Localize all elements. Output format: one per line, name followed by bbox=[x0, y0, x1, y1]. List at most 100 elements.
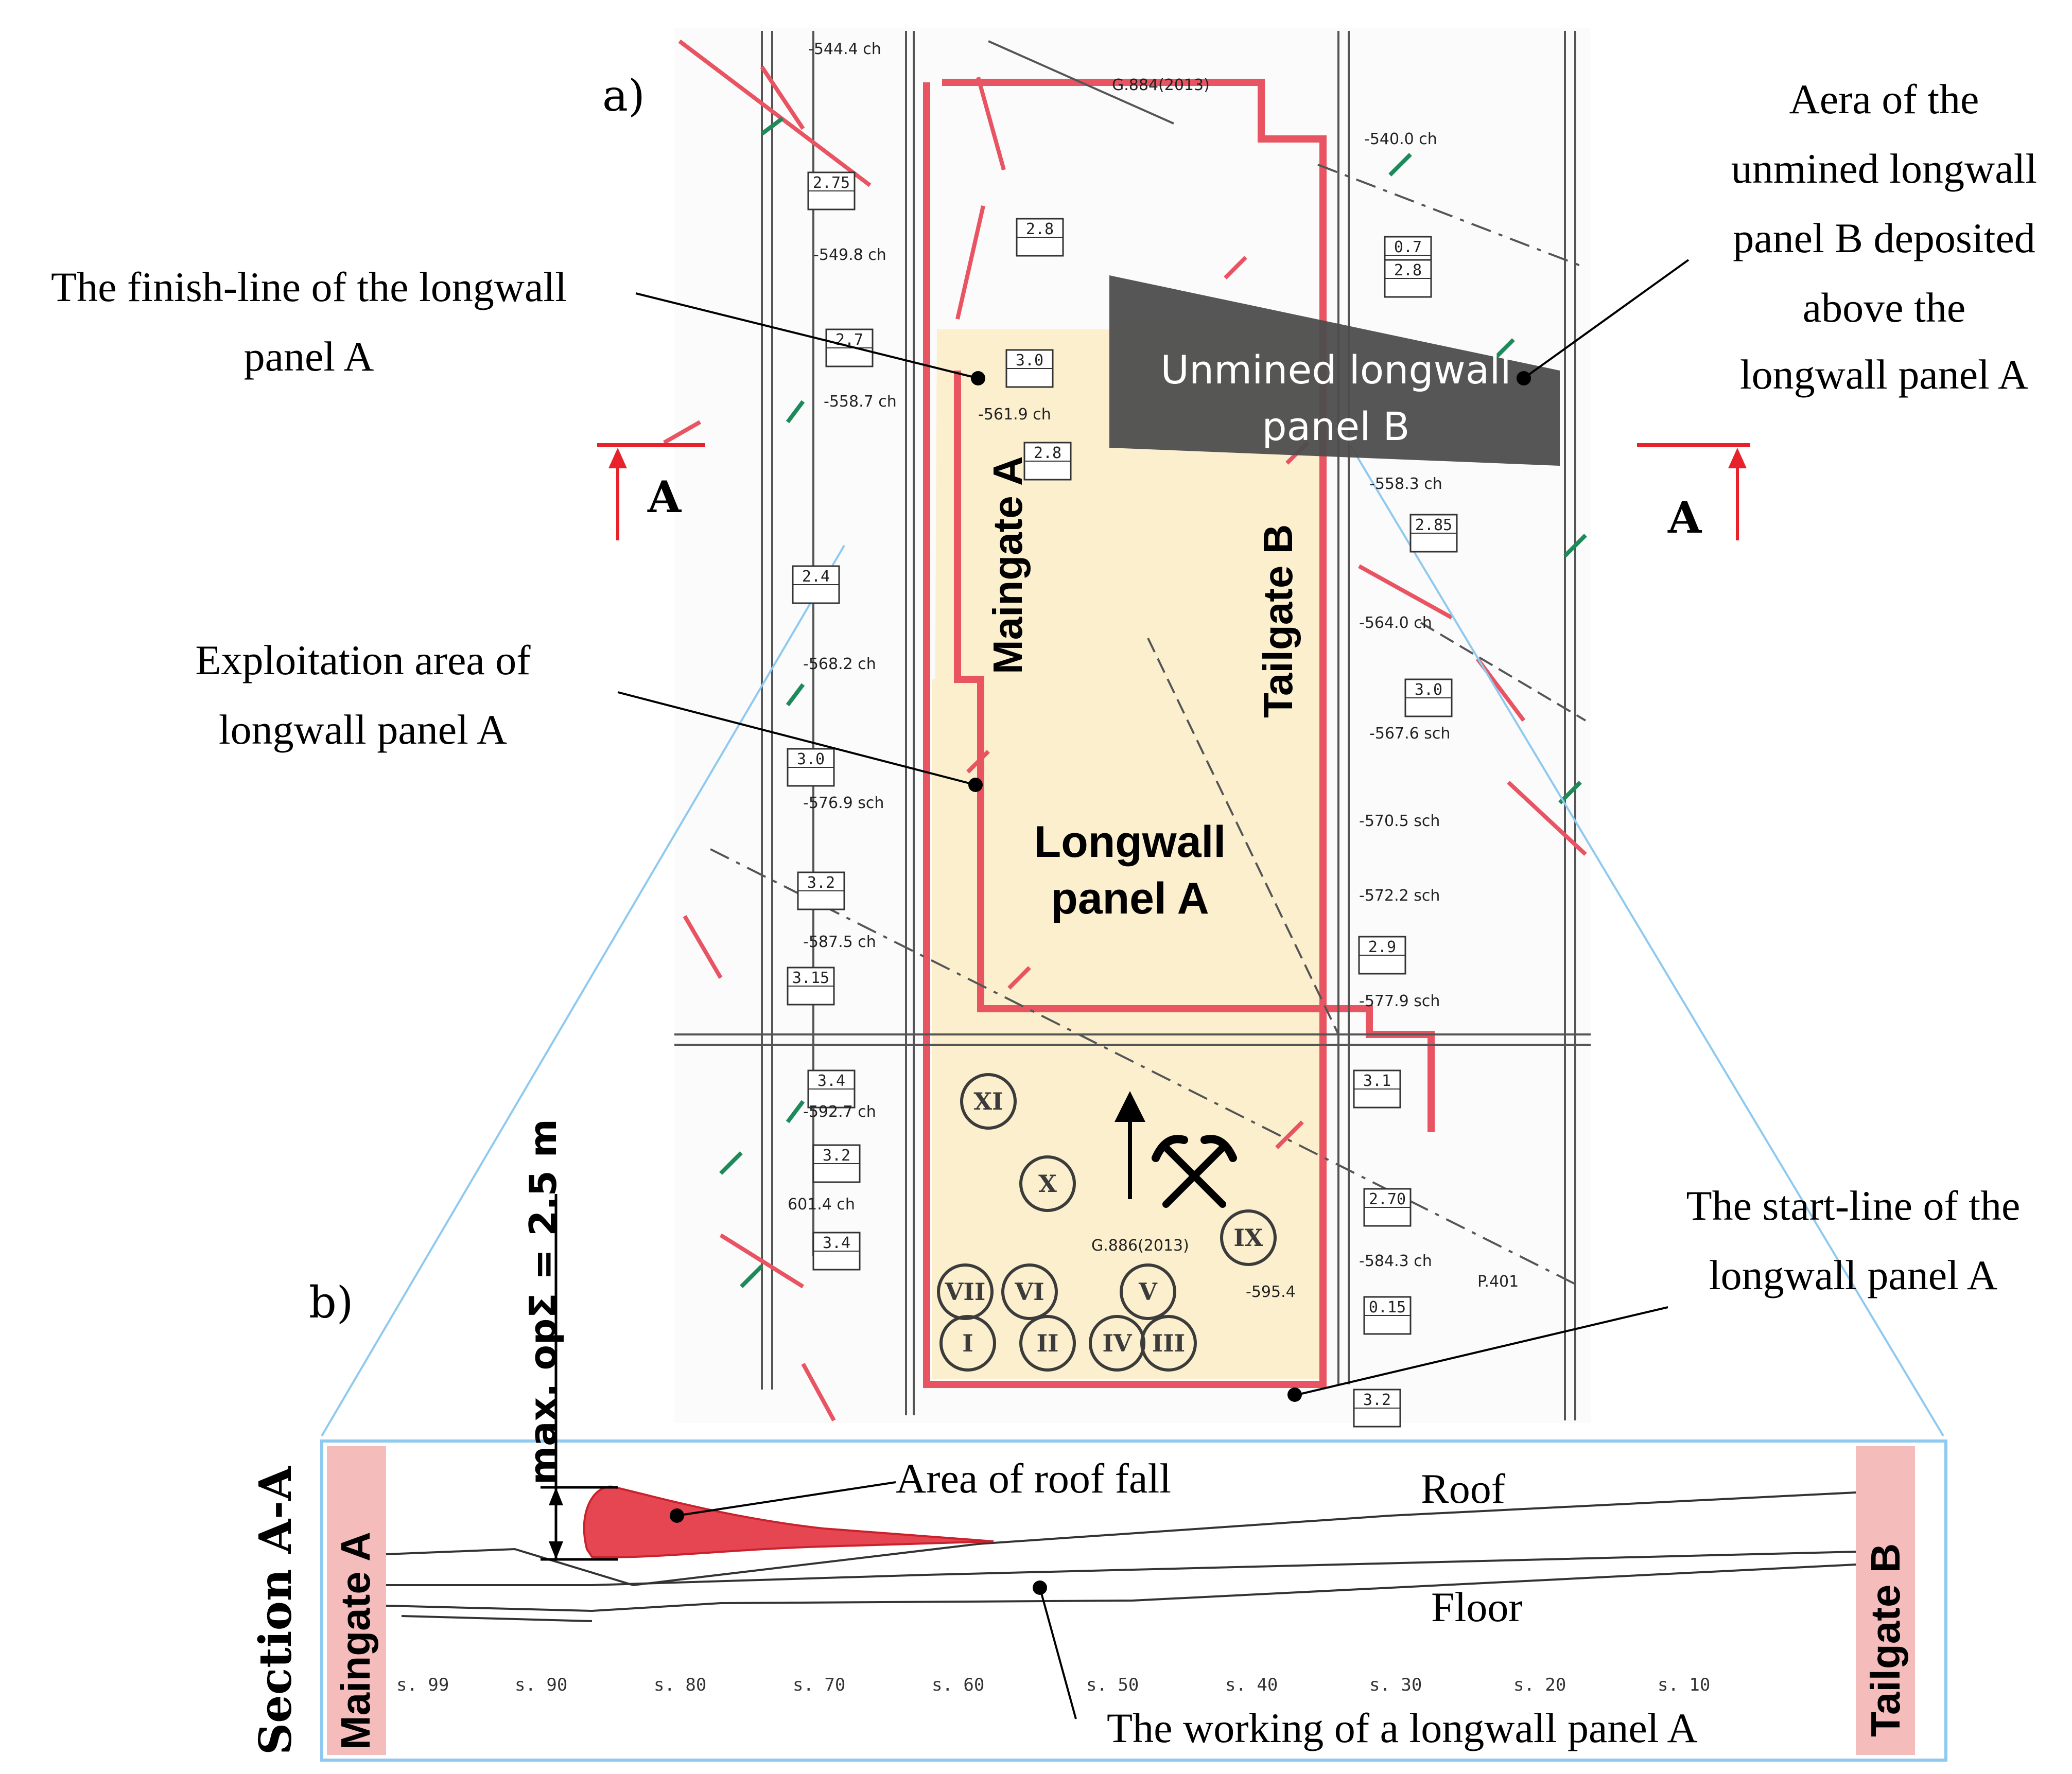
max-height-label: max. opΣ = 2.5 m bbox=[521, 1119, 565, 1485]
exploitation-area-text-1: Exploitation area of bbox=[195, 637, 531, 683]
survey-box: 3.2 bbox=[797, 871, 845, 910]
survey-box: 2.9 bbox=[1358, 936, 1406, 975]
station-circle: II bbox=[1019, 1315, 1076, 1372]
survey-box: 3.0 bbox=[1005, 349, 1054, 388]
survey-label-s19: -595.4 bbox=[1246, 1283, 1296, 1301]
working-leader bbox=[1039, 1587, 1077, 1719]
survey-box: 3.2 bbox=[1353, 1389, 1401, 1428]
finish-line-text-2: panel A bbox=[244, 333, 374, 380]
station-numeral: III bbox=[1152, 1329, 1186, 1357]
seam-lines bbox=[386, 1491, 1856, 1622]
unmined-panel-label-line2: panel B bbox=[1262, 403, 1409, 449]
station-numeral: XI bbox=[973, 1087, 1003, 1115]
section-station: s. 90 bbox=[515, 1675, 567, 1695]
survey-box: 2.4 bbox=[792, 565, 840, 604]
survey-box: 2.8 bbox=[1023, 442, 1072, 481]
survey-label-s1: -544.4 ch bbox=[808, 40, 881, 58]
longwall-panel-label-line1: Longwall bbox=[1034, 817, 1226, 867]
floor-label: Floor bbox=[1431, 1584, 1523, 1630]
section-station: s. 50 bbox=[1086, 1675, 1139, 1695]
survey-label-s3: -540.0 ch bbox=[1364, 130, 1437, 148]
survey-box-value: 2.70 bbox=[1369, 1190, 1406, 1208]
survey-label-s6: -561.9 ch bbox=[978, 406, 1051, 424]
part-b-label: b) bbox=[309, 1277, 354, 1328]
survey-box-value: 2.9 bbox=[1368, 938, 1396, 956]
section-station: s. 20 bbox=[1513, 1675, 1566, 1695]
survey-box: 0.15 bbox=[1363, 1296, 1412, 1335]
station-circle: I bbox=[939, 1315, 996, 1372]
survey-value-boxes: 2.752.82.73.02.82.43.03.23.153.43.23.42.… bbox=[787, 171, 1458, 1428]
station-numeral: IV bbox=[1102, 1329, 1133, 1357]
start-line-text-2: longwall panel A bbox=[1709, 1252, 1997, 1298]
survey-box: 3.1 bbox=[1353, 1069, 1401, 1109]
survey-label-s7: -558.3 ch bbox=[1369, 475, 1442, 493]
survey-box-value: 3.2 bbox=[823, 1147, 850, 1165]
survey-box: 2.8 bbox=[1016, 218, 1064, 257]
survey-box: 2.8 bbox=[1384, 259, 1432, 298]
survey-label-s16: -592.7 ch bbox=[803, 1103, 876, 1121]
annotation-finish-line: The finish-line of the longwall panel A bbox=[51, 264, 567, 380]
exploitation-area-point bbox=[968, 778, 983, 792]
roof-fall-label: Area of roof fall bbox=[896, 1455, 1171, 1502]
part-a-label: a) bbox=[602, 71, 645, 121]
survey-box-value: 0.15 bbox=[1369, 1298, 1406, 1316]
survey-box-value: 3.0 bbox=[797, 750, 825, 768]
survey-box-value: 2.8 bbox=[1026, 220, 1054, 238]
survey-label-s4: -549.8 ch bbox=[813, 246, 886, 264]
section-station: s. 30 bbox=[1369, 1675, 1422, 1695]
station-circle: IX bbox=[1220, 1209, 1277, 1266]
max-height-dimension bbox=[541, 1194, 618, 1561]
survey-label-s20: -584.3 ch bbox=[1359, 1252, 1432, 1270]
survey-label-s10: -567.6 sch bbox=[1369, 725, 1450, 743]
survey-label-s5: -558.7 ch bbox=[824, 393, 897, 411]
station-numeral: I bbox=[962, 1329, 973, 1357]
survey-box-value: 3.0 bbox=[1016, 352, 1043, 370]
section-marker-right: A bbox=[1637, 443, 1750, 543]
unmined-panel-b bbox=[1109, 275, 1560, 466]
survey-label-s8: -564.0 ch bbox=[1359, 614, 1432, 632]
annotation-leaders bbox=[617, 259, 1690, 1396]
map-linework bbox=[674, 31, 1591, 1420]
unmined-area-text-1: Aera of the bbox=[1789, 76, 1979, 122]
survey-box-value: 2.8 bbox=[1394, 261, 1422, 279]
survey-box-value: 3.2 bbox=[807, 874, 835, 892]
survey-box: 3.15 bbox=[787, 967, 835, 1006]
survey-label-s21: P.401 bbox=[1477, 1273, 1519, 1291]
survey-labels: -544.4 ch G.884(2013) -540.0 ch -549.8 ch -5… bbox=[788, 40, 1519, 1301]
survey-box: 2.70 bbox=[1363, 1188, 1412, 1227]
station-circle: XI bbox=[960, 1073, 1017, 1130]
survey-box-value: 3.2 bbox=[1363, 1391, 1391, 1409]
survey-label-s13: -572.2 sch bbox=[1359, 887, 1440, 905]
section-station: s. 99 bbox=[396, 1675, 449, 1695]
section-station: s. 40 bbox=[1225, 1675, 1278, 1695]
annotation-start-line: The start-line of the longwall panel A bbox=[1686, 1182, 2021, 1298]
survey-box-value: 3.15 bbox=[792, 969, 829, 987]
survey-box: 2.7 bbox=[825, 328, 874, 367]
survey-label-s11: -576.9 sch bbox=[803, 794, 884, 812]
station-circle: X bbox=[1019, 1155, 1076, 1212]
longwall-panel-label-line2: panel A bbox=[1051, 874, 1209, 923]
start-line-text-1: The start-line of the bbox=[1686, 1182, 2021, 1229]
station-numeral: VI bbox=[1014, 1278, 1044, 1306]
roof-fall-point bbox=[670, 1508, 684, 1523]
survey-label-s2: G.884(2013) bbox=[1112, 76, 1210, 94]
survey-label-s14: -587.5 ch bbox=[803, 933, 876, 951]
survey-box-value: 2.8 bbox=[1034, 444, 1061, 462]
section-station: s. 60 bbox=[932, 1675, 984, 1695]
finish-line-point bbox=[971, 371, 985, 385]
finish-line-text-1: The finish-line of the longwall bbox=[51, 264, 567, 310]
survey-label-s18: G.886(2013) bbox=[1091, 1237, 1189, 1255]
section-tailgate-label: Tailgate B bbox=[1862, 1543, 1908, 1737]
section-title: Section A-A bbox=[250, 1466, 302, 1755]
section-station: s. 10 bbox=[1658, 1675, 1710, 1695]
station-numeral: V bbox=[1138, 1278, 1158, 1306]
survey-box-value: 2.75 bbox=[813, 174, 850, 192]
section-station: s. 70 bbox=[793, 1675, 845, 1695]
station-circle: VII bbox=[937, 1263, 994, 1320]
working-point bbox=[1033, 1580, 1047, 1595]
station-circle: V bbox=[1120, 1263, 1176, 1320]
station-numeral: X bbox=[1038, 1170, 1057, 1198]
station-circle: III bbox=[1140, 1315, 1197, 1372]
